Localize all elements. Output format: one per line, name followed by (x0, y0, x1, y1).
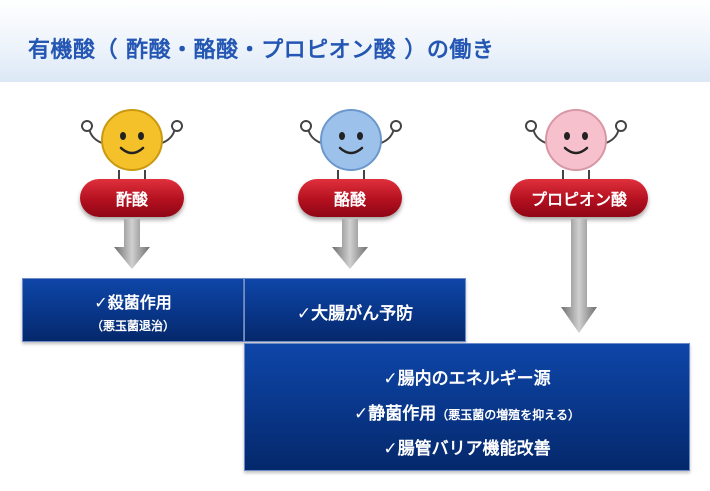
page-title: 有機酸（ 酢酸・酪酸・プロピオン酸 ）の働き (28, 38, 495, 63)
gut-barrier-improvement-line: ✓腸管バリア機能改善 (383, 439, 551, 459)
bacteriostatic-note: （悪玉菌の増殖を抑える） (436, 408, 580, 422)
bad-bacteria-elimination-note: （悪玉菌退治） (90, 319, 175, 333)
bacteriostatic-line: ✓静菌作用（悪玉菌の増殖を抑える） (245, 399, 689, 424)
colon-cancer-prevention-box: ✓大腸がん予防 (244, 278, 466, 342)
bactericidal-effect-box: ✓殺菌作用 （悪玉菌退治） (22, 278, 244, 342)
colon-cancer-prevention-line: ✓大腸がん予防 (296, 304, 414, 324)
butyric-acid-label: 酪酸 (298, 179, 402, 217)
down-arrow-icon (114, 219, 150, 269)
intestinal-effects-box: ✓腸内のエネルギー源 ✓静菌作用（悪玉菌の増殖を抑える） ✓腸管バリア機能改善 (244, 343, 690, 471)
bactericidal-line: ✓殺菌作用 (94, 293, 172, 312)
down-arrow-icon (332, 219, 368, 269)
butyric-acid-mascot-icon (300, 109, 402, 182)
propionic-acid-label: プロピオン酸 (510, 179, 648, 217)
down-arrow-icon (561, 219, 597, 333)
acetic-acid-label: 酢酸 (80, 179, 184, 217)
propionic-acid-mascot-icon (525, 109, 627, 182)
bacteriostatic-label: ✓静菌作用 (354, 404, 437, 424)
intestinal-energy-source-line: ✓腸内のエネルギー源 (383, 369, 551, 389)
title-bar: 有機酸（ 酢酸・酪酸・プロピオン酸 ）の働き (0, 0, 710, 82)
acetic-acid-mascot-icon (81, 109, 183, 182)
